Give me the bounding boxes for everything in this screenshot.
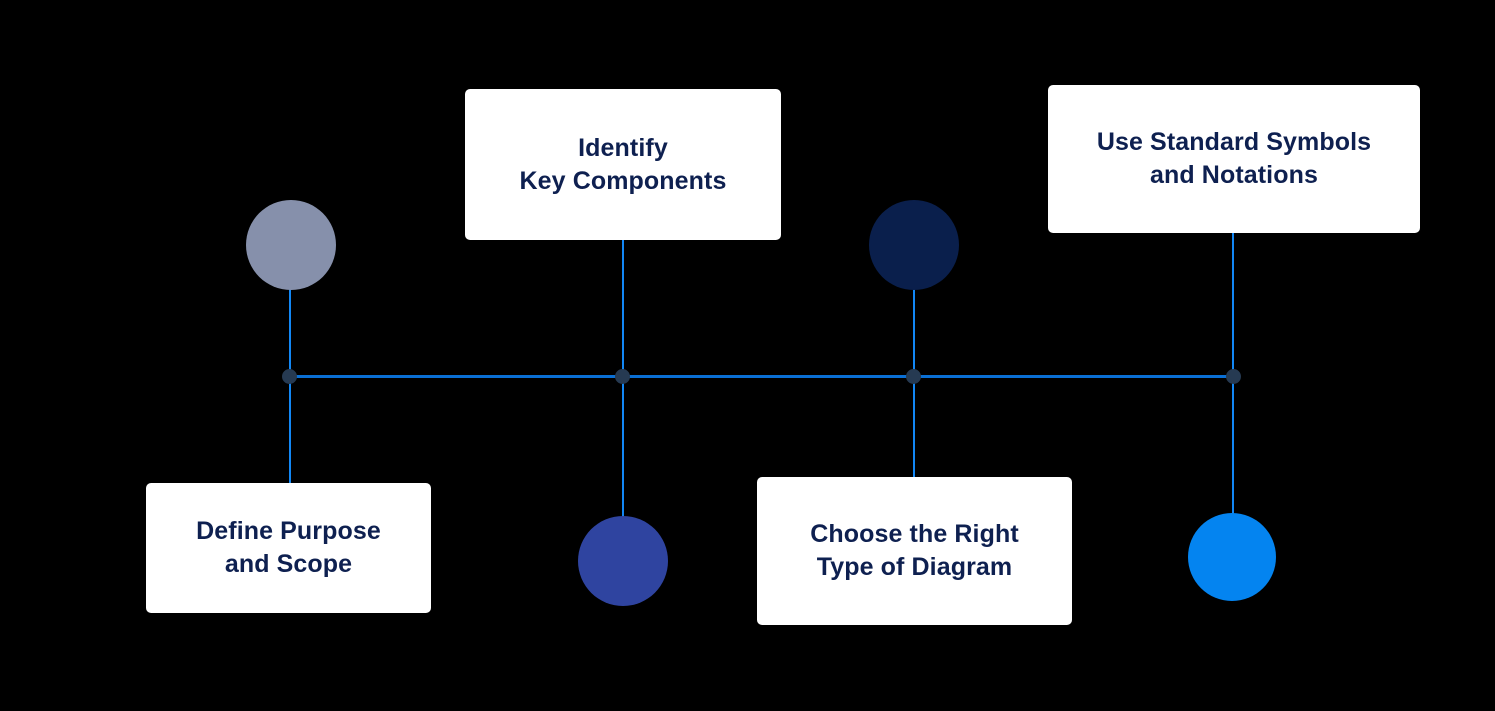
timeline-node-2[interactable] <box>615 369 630 384</box>
milestone-circle-step-3[interactable] <box>869 200 959 290</box>
milestone-circle-step-4[interactable] <box>1188 513 1276 601</box>
step-card-4-label: Use Standard Symbols and Notations <box>1096 128 1372 189</box>
step-card-4[interactable]: Use Standard Symbols and Notations <box>1048 85 1420 233</box>
step-card-1[interactable]: Define Purpose and Scope <box>146 483 431 613</box>
step-card-3-label: Choose the Right Type of Diagram <box>810 520 1019 581</box>
milestone-circle-step-1[interactable] <box>246 200 336 290</box>
connector-step-2 <box>622 240 624 528</box>
step-card-3[interactable]: Choose the Right Type of Diagram <box>757 477 1072 625</box>
step-card-2[interactable]: Identify Key Components <box>465 89 781 240</box>
timeline-node-4[interactable] <box>1226 369 1241 384</box>
timeline-node-1[interactable] <box>282 369 297 384</box>
step-card-2-label: Identify Key Components <box>519 133 727 195</box>
timeline-axis <box>290 375 1234 378</box>
timeline-node-3[interactable] <box>906 369 921 384</box>
step-card-1-label: Define Purpose and Scope <box>196 517 381 578</box>
milestone-circle-step-2[interactable] <box>578 516 668 606</box>
